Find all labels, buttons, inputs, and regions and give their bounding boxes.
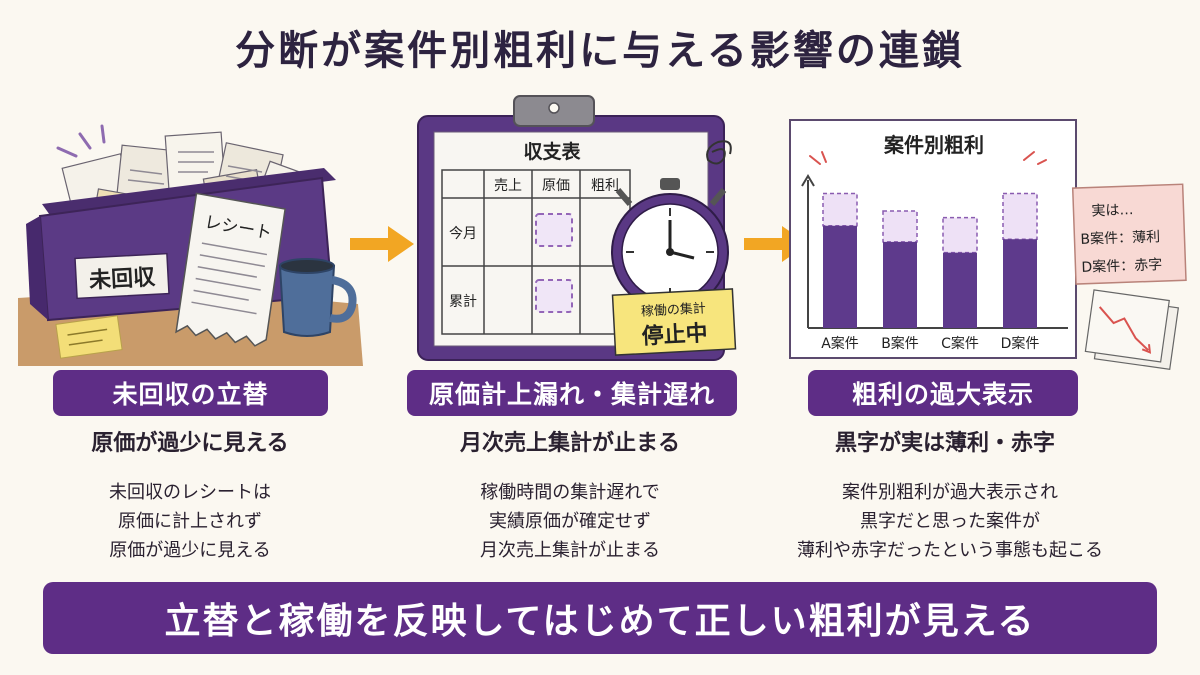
note-line-3: D案件：赤字 — [1081, 256, 1162, 276]
stage3-desc-line: 黒字だと思った案件が — [860, 511, 1040, 532]
bar-reported-profit-3 — [1003, 239, 1037, 328]
unpaid-receipts-box-illustration: 未回収 レシート — [18, 124, 363, 366]
x-tick-label: B案件 — [881, 335, 919, 352]
x-tick-label: A案件 — [821, 335, 859, 352]
clipboard-ledger-illustration: 収支表 売上 原価 粗利 今月 累計 稼働の集計 停止中 — [417, 95, 737, 361]
stage1-desc-line: 原価が過少に見える — [109, 540, 271, 561]
note-line-1: 実は… — [1091, 202, 1134, 219]
row-header-this-month: 今月 — [449, 226, 477, 242]
stage1-label: 未回収の立替 — [53, 370, 328, 416]
stage2-desc-line: 稼働時間の集計遅れで — [480, 482, 660, 503]
stage1-desc-line: 原価に計上されず — [118, 511, 262, 532]
stage3-subtitle: 黒字が実は薄利・赤字 — [834, 431, 1055, 456]
bar-hidden-cost-3 — [1002, 192, 1038, 240]
stopped-sign-line2: 停止中 — [641, 320, 708, 349]
bar-reported-profit-1 — [883, 241, 917, 328]
stage2-desc-line: 実績原価が確定せず — [489, 511, 651, 532]
stage1-subtitle: 原価が過少に見える — [91, 431, 289, 456]
x-tick-label: C案件 — [941, 335, 979, 352]
note-line-2: B案件：薄利 — [1080, 228, 1160, 248]
stage3-desc-line: 薄利や赤字だったという事態も起こる — [797, 540, 1103, 561]
stage1-desc-line: 未回収のレシートは — [109, 482, 271, 503]
bar-hidden-cost-0 — [822, 192, 858, 227]
bar-hidden-cost-2 — [942, 216, 978, 254]
box-label: 未回収 — [89, 265, 157, 293]
page-title: 分断が案件別粗利に与える影響の連鎖 — [235, 28, 965, 74]
project-profit-chart: 案件別粗利 A案件 B案件 C案件 D案件 実は… B案件：薄利 D案件：赤字 — [789, 119, 1187, 370]
declining-report-icon — [1084, 289, 1180, 370]
flow-arrow-1 — [350, 226, 414, 262]
x-tick-label: D案件 — [1001, 335, 1040, 352]
chart-title: 案件別粗利 — [883, 133, 984, 157]
row-header-cumulative: 累計 — [449, 294, 477, 310]
bar-reported-profit-2 — [943, 252, 977, 328]
col-header-cost: 原価 — [542, 178, 570, 194]
bar-hidden-cost-1 — [882, 210, 918, 243]
bar-reported-profit-0 — [823, 225, 857, 328]
col-header-sales: 売上 — [494, 178, 522, 194]
stage1-description: 未回収のレシートは 原価に計上されず 原価が過少に見える — [40, 478, 340, 565]
stage3-description: 案件別粗利が過大表示され 黒字だと思った案件が 薄利や赤字だったという事態も起こ… — [790, 478, 1110, 565]
stage2-subtitle: 月次売上集計が止まる — [459, 431, 680, 456]
stage2-description: 稼働時間の集計遅れで 実績原価が確定せず 月次売上集計が止まる — [420, 478, 720, 565]
stage3-desc-line: 案件別粗利が過大表示され — [842, 482, 1058, 503]
stopped-sign-line1: 稼働の集計 — [640, 300, 706, 319]
ledger-title: 収支表 — [523, 140, 581, 163]
conclusion-banner: 立替と稼働を反映してはじめて正しい粗利が見える — [43, 582, 1157, 654]
col-header-profit: 粗利 — [591, 178, 619, 194]
stage3-label: 粗利の過大表示 — [808, 370, 1078, 416]
stage2-label: 原価計上漏れ・集計遅れ — [407, 370, 737, 416]
stage2-desc-line: 月次売上集計が止まる — [480, 540, 660, 561]
